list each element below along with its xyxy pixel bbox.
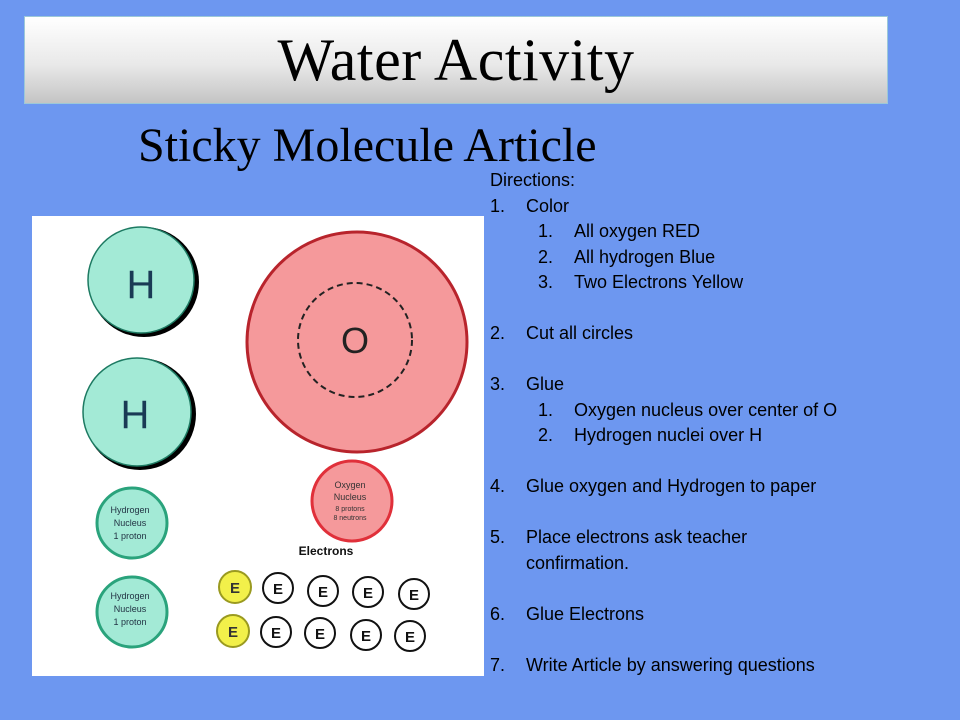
step-1-sub-3: 3. Two Electrons Yellow: [490, 270, 930, 296]
oxygen-nucleus-line2: Nucleus: [334, 492, 367, 502]
electron-label: E: [273, 581, 283, 598]
sub-step-label: All oxygen RED: [574, 221, 701, 241]
cutout-diagram: H H O Oxygen Nucleus 8 protons 8 neutron…: [82, 226, 469, 652]
electron-3: E: [352, 576, 384, 608]
step-label: Cut all circles: [526, 323, 634, 343]
step-3-sub-2: 2. Hydrogen nuclei over H: [490, 423, 930, 449]
electron-2: E: [307, 575, 339, 607]
hydrogen-nucleus-1-line3: 1 proton: [113, 531, 146, 541]
step-label: Glue oxygen and Hydrogen to paper: [526, 476, 817, 496]
step-7: 7. Write Article by answering questions: [490, 653, 930, 679]
slide-subtitle: Sticky Molecule Article: [138, 119, 597, 172]
hydrogen-nucleus-1-line2: Nucleus: [114, 518, 147, 528]
step-label: Write Article by answering questions: [526, 654, 815, 675]
sub-step-number: 1.: [538, 221, 554, 241]
hydrogen-nucleus-2-line2: Nucleus: [114, 604, 147, 614]
electron-1: E: [262, 572, 294, 604]
step-3-sub-1: 1. Oxygen nucleus over center of O: [490, 398, 930, 424]
sub-step-number: 1.: [538, 399, 554, 420]
electron-label: E: [361, 628, 371, 645]
step-number: 2.: [490, 323, 506, 343]
oxygen-nucleus-line3: 8 protons: [335, 506, 365, 513]
cutout-worksheet: H H O Oxygen Nucleus 8 protons 8 neutron…: [32, 216, 484, 676]
electron-label: E: [271, 625, 281, 642]
sub-step-number: 2.: [538, 425, 554, 445]
electrons-heading: Electrons: [299, 544, 354, 558]
hydrogen-atom-1-label: H: [127, 263, 156, 307]
step-4: 4. Glue oxygen and Hydrogen to paper: [490, 474, 930, 500]
hydrogen-nucleus-2-line1: Hydrogen: [110, 591, 149, 601]
step-5-continuation: confirmation.: [526, 552, 630, 573]
spacer: [490, 449, 930, 475]
hydrogen-nucleus-1: Hydrogen Nucleus 1 proton: [95, 486, 169, 560]
step-number: 1.: [490, 195, 506, 216]
step-1: 1. Color: [490, 194, 930, 220]
electron-label: E: [318, 584, 328, 601]
spacer: [490, 347, 930, 373]
electron-label: E: [315, 626, 325, 643]
step-label: Glue: [526, 374, 565, 394]
sub-step-number: 3.: [538, 272, 554, 292]
sub-step-label: Oxygen nucleus over center of O: [574, 399, 838, 420]
electron-yellow-2: E: [216, 614, 250, 648]
slide-title: Water Activity: [277, 26, 635, 93]
spacer: [490, 576, 930, 602]
spacer: [490, 627, 930, 653]
oxygen-atom: O: [245, 230, 469, 454]
step-3: 3. Glue: [490, 372, 930, 398]
spacer: [490, 296, 930, 322]
step-5: 5. Place electrons ask teacher: [490, 525, 930, 551]
spacer: [490, 500, 930, 526]
electron-4: E: [398, 578, 430, 610]
electron-8: E: [394, 620, 426, 652]
step-number: 7.: [490, 654, 506, 675]
step-number: 3.: [490, 374, 506, 394]
sub-step-label: Hydrogen nuclei over H: [574, 425, 763, 445]
hydrogen-nucleus-2-line3: 1 proton: [113, 617, 146, 627]
step-2: 2. Cut all circles: [490, 321, 930, 347]
electron-label: E: [363, 585, 373, 602]
electron-row-1: E E E E E: [218, 570, 430, 610]
step-1-sub-1: 1. All oxygen RED: [490, 219, 930, 245]
step-number: 5.: [490, 527, 506, 547]
step-label: Color: [526, 195, 570, 216]
electron-label: E: [230, 580, 240, 597]
oxygen-nucleus-line4: 8 neutrons: [333, 515, 367, 522]
title-banner: Water Activity: [24, 16, 888, 104]
oxygen-nucleus-line1: Oxygen: [334, 480, 365, 490]
electron-5: E: [260, 616, 292, 648]
electron-yellow-1: E: [218, 570, 252, 604]
step-label: Place electrons ask teacher: [526, 527, 748, 547]
step-number: 4.: [490, 476, 506, 496]
electron-7: E: [350, 619, 382, 651]
oxygen-atom-label: O: [341, 320, 369, 361]
electron-label: E: [228, 624, 238, 641]
hydrogen-atom-2: H: [82, 357, 196, 470]
electron-6: E: [304, 617, 336, 649]
hydrogen-atom-1: H: [87, 226, 199, 337]
step-6: 6. Glue Electrons: [490, 602, 930, 628]
electron-label: E: [405, 629, 415, 646]
step-1-sub-2: 2. All hydrogen Blue: [490, 245, 930, 271]
directions-list: Directions: 1. Color 1. All oxygen RED 2. A…: [490, 168, 930, 678]
electron-label: E: [409, 587, 419, 604]
step-label: Glue Electrons: [526, 603, 645, 624]
electron-row-2: E E E E E: [216, 614, 426, 652]
directions-heading: Directions:: [490, 170, 576, 190]
step-number: 6.: [490, 603, 506, 624]
oxygen-nucleus: Oxygen Nucleus 8 protons 8 neutrons: [310, 459, 394, 543]
sub-step-label: All hydrogen Blue: [574, 246, 716, 267]
sub-step-label: Two Electrons Yellow: [574, 272, 744, 292]
sub-step-number: 2.: [538, 246, 554, 267]
hydrogen-atom-2-label: H: [121, 393, 150, 437]
hydrogen-nucleus-2: Hydrogen Nucleus 1 proton: [95, 575, 169, 649]
hydrogen-nucleus-1-line1: Hydrogen: [110, 505, 149, 515]
